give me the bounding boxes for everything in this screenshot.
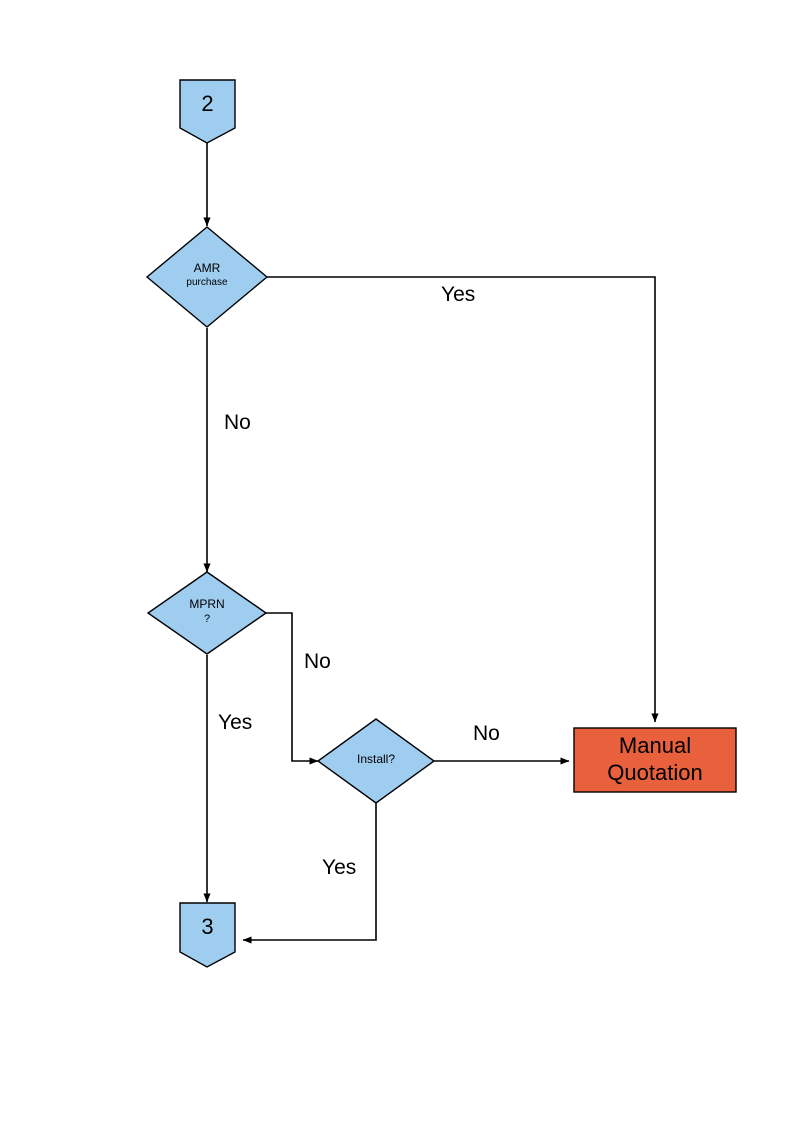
edge-label-mprn-no: No bbox=[304, 650, 331, 673]
node-decision-install[interactable] bbox=[316, 718, 436, 804]
edge-install-yes bbox=[242, 803, 377, 944]
edge-label-amr-no: No bbox=[224, 411, 251, 434]
edge-amr-yes bbox=[267, 276, 659, 723]
node-connector-3[interactable] bbox=[179, 902, 236, 968]
edge-label-mprn-yes: Yes bbox=[218, 711, 253, 734]
edge-label-install-no: No bbox=[473, 722, 500, 745]
node-connector-2[interactable] bbox=[179, 79, 236, 144]
edge-label-install-yes: Yes bbox=[322, 856, 357, 879]
node-decision-mprn[interactable] bbox=[146, 571, 268, 655]
node-process-manual-quotation[interactable] bbox=[573, 727, 737, 793]
node-decision-amr-purchase[interactable] bbox=[145, 226, 269, 328]
edge-mprn-no bbox=[266, 612, 319, 765]
edge-label-amr-yes: Yes bbox=[441, 283, 476, 306]
